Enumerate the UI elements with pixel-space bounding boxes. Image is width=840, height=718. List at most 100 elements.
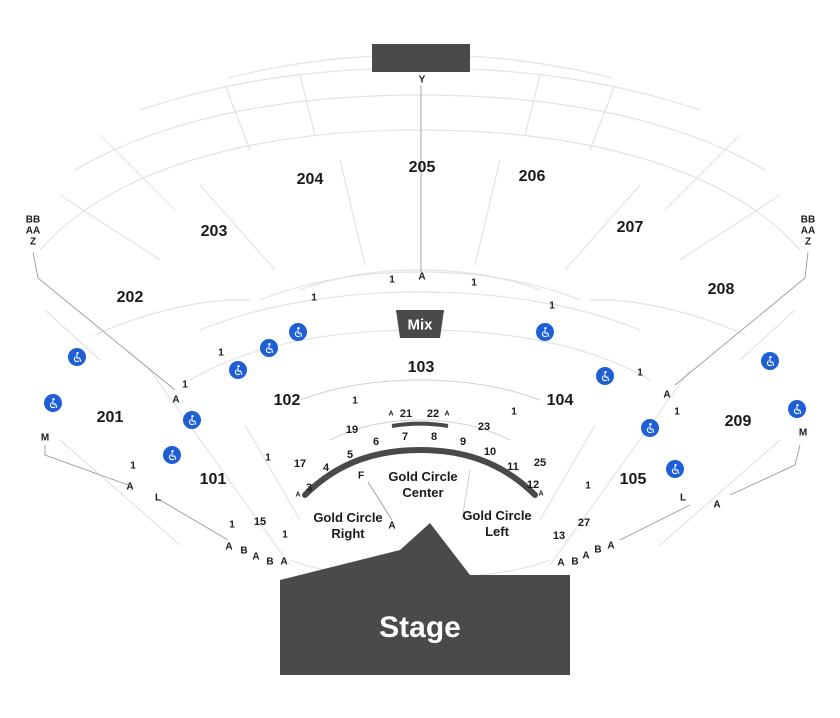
row-1-206: 1 [471, 277, 477, 289]
row-a-105-front: A [557, 557, 565, 569]
gold-row-a-22: A [444, 410, 450, 418]
row-a-209: A [663, 389, 671, 401]
row-b-105-front: B [571, 556, 579, 568]
row-stack-right: BB AA Z [801, 215, 815, 248]
row-f: F [357, 470, 365, 482]
row-b-101-front-2: B [266, 556, 274, 568]
gold-circle-divider-right [367, 481, 393, 521]
leader-right-m [729, 444, 801, 496]
wheelchair-icon[interactable] [163, 446, 181, 464]
row-a-101-front-3: A [280, 556, 288, 568]
section-104[interactable]: 104 [546, 392, 574, 409]
wheelchair-icon[interactable] [641, 419, 659, 437]
row-a-201: A [172, 394, 180, 406]
row-b-105-front-2: B [594, 544, 602, 556]
row-b-101-front: B [240, 545, 248, 557]
row-1-209: 1 [674, 406, 680, 418]
row-z-left: Z [29, 236, 37, 248]
row-25: 25 [533, 457, 547, 469]
row-1-104: 1 [511, 406, 517, 418]
upper-sign-bar [372, 44, 470, 72]
section-201[interactable]: 201 [96, 409, 124, 426]
gold-circle-arc [302, 446, 538, 498]
wheelchair-icon[interactable] [666, 460, 684, 478]
row-l-right: L [679, 492, 687, 504]
gold-seat-9: 9 [459, 436, 467, 448]
gold-circle-right[interactable]: Gold Circle Right [313, 510, 383, 541]
row-a-101-front-2: A [252, 551, 260, 563]
wheelchair-icon[interactable] [44, 394, 62, 412]
gold-seat-13: 13 [552, 530, 566, 542]
row-bb-right: BB [800, 214, 816, 226]
row-aa-right: AA [800, 225, 816, 237]
gold-seat-8: 8 [430, 431, 438, 443]
leader-left-upper [32, 251, 176, 391]
gold-seat-21: 21 [399, 408, 413, 420]
wheelchair-icon[interactable] [761, 352, 779, 370]
wheelchair-icon[interactable] [183, 411, 201, 429]
row-17: 17 [293, 458, 307, 470]
section-208[interactable]: 208 [707, 281, 735, 298]
gold-circle-left[interactable]: Gold Circle Left [462, 508, 532, 539]
wheelchair-icon[interactable] [788, 400, 806, 418]
gold-seat-4: 4 [322, 462, 330, 474]
section-105[interactable]: 105 [619, 471, 647, 488]
row-1-104-upper: 1 [637, 367, 643, 379]
row-27: 27 [577, 517, 591, 529]
gold-seat-11: 11 [507, 461, 519, 473]
row-aa-left: AA [25, 225, 41, 237]
row-1-101-lower: 1 [229, 519, 235, 531]
section-209[interactable]: 209 [724, 413, 752, 430]
row-1-105: 1 [585, 480, 591, 492]
leader-right-l [619, 504, 691, 541]
gold-row-a-21: A [388, 410, 394, 418]
gold-row-a-right: A [295, 491, 301, 499]
wheelchair-icon[interactable] [289, 323, 307, 341]
section-205[interactable]: 205 [408, 159, 436, 176]
row-1-102: 1 [265, 452, 271, 464]
leader-right-upper [674, 251, 809, 386]
gold-seat-3: 3 [305, 482, 313, 494]
row-a-105-front-2: A [582, 550, 590, 562]
gold-right-row-a: A [388, 520, 396, 532]
mix-booth [396, 310, 444, 338]
gold-seat-22: 22 [426, 408, 440, 420]
upper-tier-outlines [39, 54, 801, 361]
row-m-left: M [40, 432, 50, 444]
gold-row-a-left: A [538, 490, 544, 498]
row-l-left: L [154, 492, 162, 504]
wheelchair-icon[interactable] [536, 323, 554, 341]
section-204[interactable]: 204 [296, 171, 324, 188]
row-23: 23 [477, 421, 491, 433]
gold-circle-center[interactable]: Gold Circle Center [388, 469, 458, 500]
stage [280, 523, 570, 675]
gold-seat-6: 6 [372, 436, 380, 448]
section-206[interactable]: 206 [518, 168, 546, 185]
wheelchair-icon[interactable] [596, 367, 614, 385]
wheelchair-icon[interactable] [260, 339, 278, 357]
section-103[interactable]: 103 [407, 359, 435, 376]
wheelchair-icon[interactable] [229, 361, 247, 379]
row-stack-left: BB AA Z [26, 215, 40, 248]
row-1-101: 1 [130, 460, 136, 472]
section-102[interactable]: 102 [273, 392, 301, 409]
gold-seat-7: 7 [401, 431, 409, 443]
row-1-201: 1 [182, 379, 188, 391]
row-y: Y [418, 74, 426, 86]
row-1-207: 1 [549, 300, 555, 312]
row-19: 19 [345, 424, 359, 436]
leader-left-m [44, 445, 129, 486]
wheelchair-icon[interactable] [68, 348, 86, 366]
section-101[interactable]: 101 [199, 471, 227, 488]
section-207[interactable]: 207 [616, 219, 644, 236]
section-203[interactable]: 203 [200, 223, 228, 240]
gold-seat-10: 10 [483, 446, 497, 458]
gold-circle-divider-left [461, 469, 471, 521]
row-a-105: A [713, 499, 721, 511]
gold-seat-5: 5 [346, 449, 354, 461]
row-m-right: M [798, 427, 808, 439]
stage-label: Stage [379, 611, 461, 644]
section-202[interactable]: 202 [116, 289, 144, 306]
row-a-205: A [418, 271, 426, 283]
